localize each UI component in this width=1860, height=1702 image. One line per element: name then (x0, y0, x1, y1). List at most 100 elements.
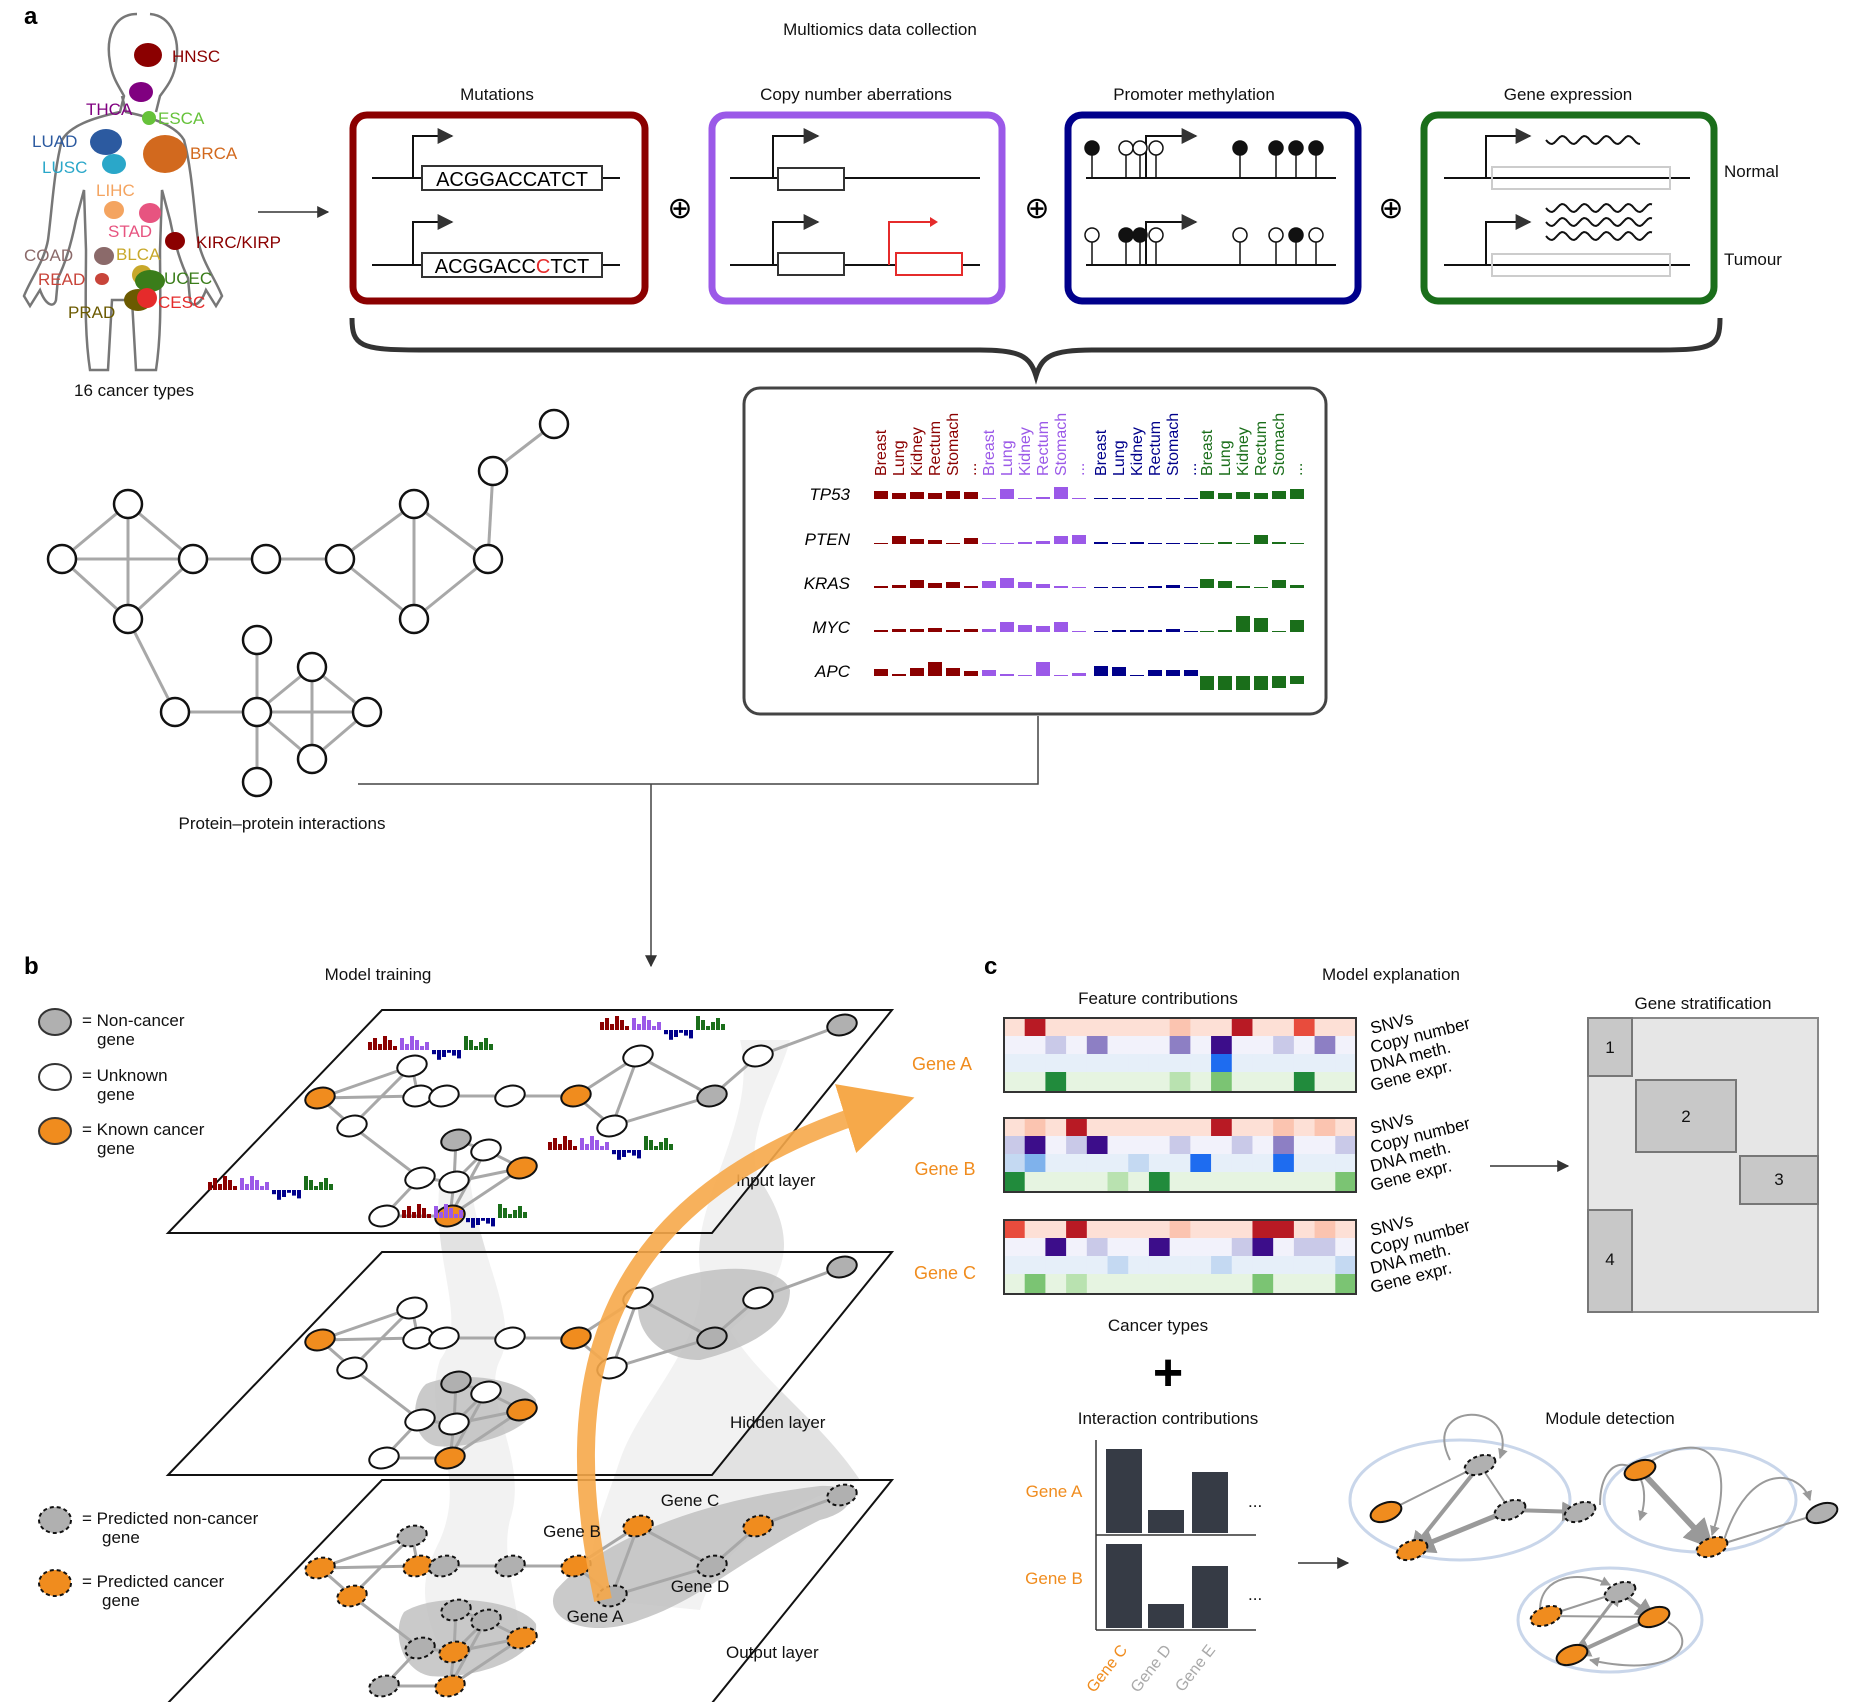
layer-node (304, 1086, 336, 1110)
layer-edge (610, 1297, 640, 1369)
heatmap-cell (1045, 1072, 1067, 1092)
matrix-bar (1184, 670, 1198, 676)
heatmap-cell (1252, 1172, 1274, 1192)
matrix-bar (1094, 631, 1108, 632)
mini-bar (297, 1190, 301, 1199)
layer-node (506, 1398, 538, 1422)
layer-edge (611, 1094, 713, 1128)
mini-bar (383, 1036, 387, 1050)
mini-bar (378, 1044, 382, 1050)
layer-node (428, 1326, 460, 1350)
mini-bar (486, 1218, 490, 1224)
matrix-column-label: Breast (1199, 429, 1216, 476)
layer-node (826, 1255, 858, 1279)
heatmap-cell (1252, 1274, 1274, 1294)
matrix-bar (1200, 676, 1214, 690)
mini-bar (459, 1210, 463, 1218)
legend-pred-noncancer-2: gene (102, 1528, 140, 1547)
layer-edge (610, 1525, 640, 1597)
legend-known-cancer-2: gene (97, 1139, 135, 1158)
heatmap-cell (1004, 1238, 1026, 1256)
layer-node (336, 1356, 368, 1380)
methyl-site (1308, 227, 1324, 243)
mini-bar (292, 1190, 296, 1196)
matrix-bar (1072, 673, 1086, 676)
mini-bar (679, 1030, 683, 1033)
module-ellipse (1348, 1438, 1572, 1562)
layer-edge (637, 1296, 713, 1340)
heatmap-cell (1128, 1036, 1150, 1054)
heatmap-cell (1086, 1154, 1109, 1172)
mini-bar (373, 1038, 377, 1050)
heatmap-cell (1066, 1036, 1088, 1054)
matrix-bar (1072, 631, 1086, 632)
matrix-bar (1218, 542, 1232, 544)
matrix-bar (1166, 543, 1180, 544)
mini-bar (518, 1206, 522, 1218)
expression-wave (1545, 230, 1653, 242)
matrix-bar (1218, 630, 1232, 632)
module-node (1563, 1500, 1597, 1524)
methyl-site (1232, 227, 1248, 243)
mini-bar (568, 1140, 572, 1150)
mini-bar (573, 1146, 577, 1150)
mini-bar (218, 1184, 222, 1190)
heatmap-cell (1169, 1072, 1191, 1092)
heatmap-cell (1148, 1118, 1171, 1136)
connector-line (358, 716, 1039, 785)
mini-bar (439, 1212, 443, 1218)
matrix-column-label: Lung (1217, 440, 1234, 476)
mini-bar (454, 1214, 458, 1218)
heatmap-frame (1003, 1219, 1357, 1295)
mini-bar (402, 1210, 406, 1218)
heatmap-cell (1004, 1018, 1026, 1036)
matrix-bar (1000, 622, 1014, 632)
matrix-bar (1036, 662, 1050, 676)
layer-edge (351, 1124, 421, 1180)
heatmap-gene-a: Gene A (912, 1054, 972, 1074)
matrix-column-label: Breast (981, 429, 998, 476)
heatmap-cell (1231, 1220, 1253, 1238)
mini-bar (233, 1186, 237, 1190)
matrix-gene-label: TP53 (809, 485, 850, 504)
heatmap-cell (1211, 1136, 1233, 1154)
layer-2 (167, 1479, 895, 1702)
heatmap-cell (1107, 1072, 1129, 1092)
module-arrow (1711, 1510, 1823, 1548)
matrix-bar (1094, 666, 1108, 676)
mini-bar (615, 1016, 619, 1030)
matrix-column-label: Kidney (1129, 427, 1146, 476)
heatmap-cell (1335, 1154, 1357, 1172)
partner-gene-c: Gene C (1084, 1642, 1131, 1696)
matrix-bar (910, 668, 924, 676)
mini-bar (610, 1024, 614, 1030)
label-coad: COAD (24, 246, 73, 265)
heatmap-cell (1231, 1154, 1253, 1172)
module-detection (1348, 1413, 1839, 1674)
heatmap-cell (1024, 1054, 1046, 1072)
stratum-4 (1587, 1209, 1633, 1313)
heatmap-cell (1128, 1274, 1150, 1294)
layer-edge (319, 1564, 419, 1570)
matrix-gene-label: KRAS (804, 574, 851, 593)
layer-edge (319, 1534, 413, 1570)
heatmap-cell (1211, 1018, 1233, 1036)
mini-bar (481, 1218, 485, 1221)
heatmap-cell (1314, 1220, 1336, 1238)
layer-node (438, 1412, 470, 1436)
heatmap-cell (1086, 1274, 1109, 1294)
module-node (1603, 1580, 1637, 1604)
heatmap-cell (1252, 1238, 1274, 1256)
layer-node (396, 1296, 428, 1320)
methyl-site (1268, 140, 1284, 156)
layer-node (470, 1138, 502, 1162)
heatmap-cell (1045, 1274, 1067, 1294)
heatmap-cell (1169, 1238, 1191, 1256)
heatmap-cell (1190, 1172, 1212, 1192)
heatmap-cell (1190, 1220, 1212, 1238)
heatmap-cell (1231, 1072, 1253, 1092)
heatmap-cell (1066, 1072, 1088, 1092)
matrix-gene-label: PTEN (805, 530, 851, 549)
mini-bar (647, 1020, 651, 1030)
body-silhouette (22, 12, 224, 372)
